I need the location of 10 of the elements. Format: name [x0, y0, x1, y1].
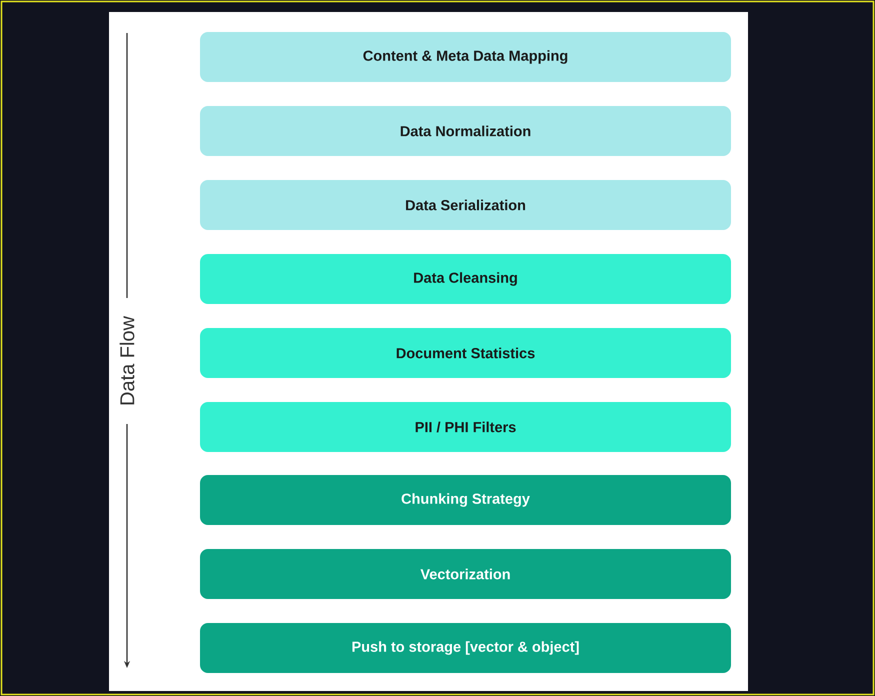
process-box: PII / PHI Filters — [200, 402, 731, 452]
process-box: Content & Meta Data Mapping — [200, 32, 731, 82]
process-box: Vectorization — [200, 549, 731, 599]
process-box: Document Statistics — [200, 328, 731, 378]
process-box: Push to storage [vector & object] — [200, 623, 731, 673]
process-box: Chunking Strategy — [200, 475, 731, 525]
axis-label: Data Flow — [120, 316, 134, 404]
process-box: Data Serialization — [200, 180, 731, 230]
process-box: Data Normalization — [200, 106, 731, 156]
process-box: Data Cleansing — [200, 254, 731, 304]
